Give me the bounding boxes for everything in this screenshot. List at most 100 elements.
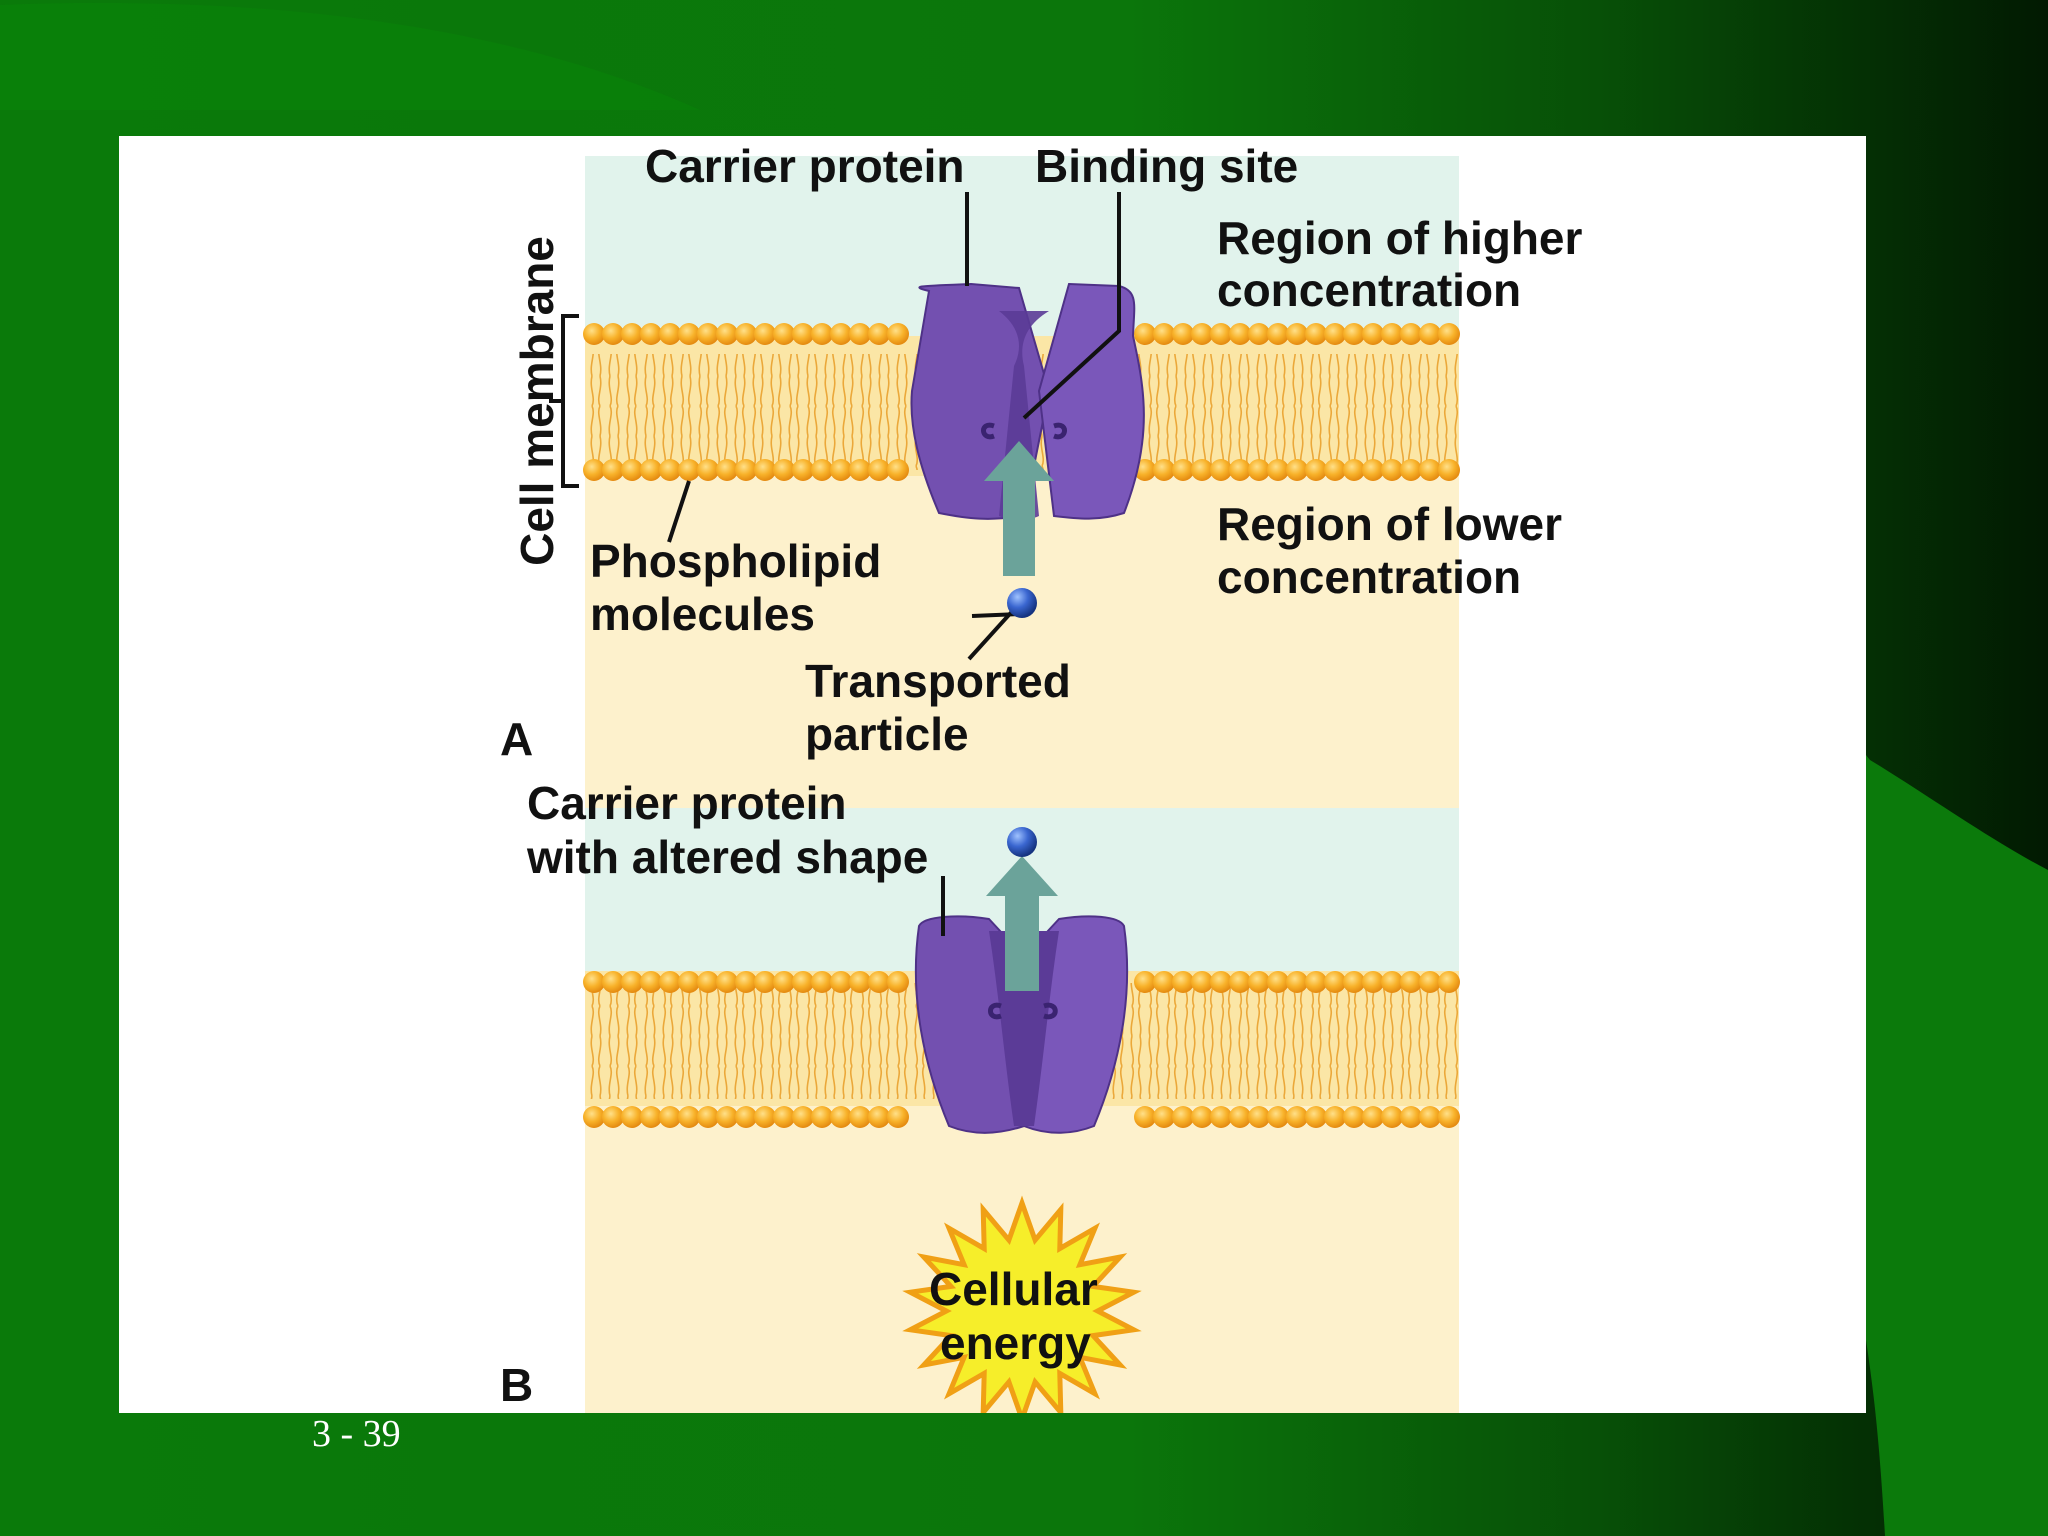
transport-arrow-a	[984, 441, 1054, 576]
phospholipid-head	[602, 1106, 624, 1128]
phospholipid-head	[640, 459, 662, 481]
phospholipid-head	[716, 971, 738, 993]
phospholipid-head	[1362, 323, 1384, 345]
lower-concentration-label-line2: concentration	[1217, 551, 1522, 603]
phospholipid-head	[1172, 459, 1194, 481]
phospholipid-head	[621, 323, 643, 345]
phospholipid-head	[1438, 459, 1460, 481]
phospholipid-head	[697, 971, 719, 993]
phospholipid-head	[1229, 971, 1251, 993]
panel-a-letter: A	[500, 713, 534, 765]
phospholipid-head	[849, 459, 871, 481]
phospholipid-head	[1286, 459, 1308, 481]
phospholipid-head	[868, 1106, 890, 1128]
phospholipid-head	[678, 1106, 700, 1128]
phospholipid-head	[773, 459, 795, 481]
binding-site-label: Binding site	[1035, 140, 1299, 192]
phospholipid-head	[1400, 971, 1422, 993]
higher-concentration-label-line1: Region of higher	[1217, 212, 1583, 264]
phospholipid-head	[849, 971, 871, 993]
phospholipid-head	[754, 459, 776, 481]
phospholipid-head	[1248, 1106, 1270, 1128]
phospholipid-head	[1305, 1106, 1327, 1128]
phospholipid-head	[1191, 971, 1213, 993]
cell-membrane-label: Cell membrane	[511, 236, 563, 566]
phospholipid-head	[1172, 323, 1194, 345]
phospholipid-head	[1343, 1106, 1365, 1128]
phospholipid-head	[640, 971, 662, 993]
phospholipid-head	[868, 323, 890, 345]
phospholipid-head	[1134, 323, 1156, 345]
phospholipid-head	[1419, 1106, 1441, 1128]
phospholipid-head	[1362, 971, 1384, 993]
phospholipid-head	[640, 323, 662, 345]
panel-a	[549, 156, 1460, 894]
phospholipid-head	[1191, 459, 1213, 481]
phospholipid-head	[830, 323, 852, 345]
phospholipid-head	[583, 971, 605, 993]
phospholipid-head	[1438, 971, 1460, 993]
phospholipid-head	[1419, 459, 1441, 481]
phospholipid-head	[792, 459, 814, 481]
phospholipid-head	[1305, 971, 1327, 993]
phospholipid-head	[1267, 323, 1289, 345]
phospholipid-head	[1286, 1106, 1308, 1128]
cellular-energy-starburst	[902, 1195, 1142, 1413]
phospholipid-head	[1229, 1106, 1251, 1128]
phospholipid-head	[1134, 1106, 1156, 1128]
phospholipid-head	[1267, 459, 1289, 481]
phospholipid-head	[735, 323, 757, 345]
phospholipid-head	[887, 971, 909, 993]
transported-particle-label-line1: Transported	[805, 655, 1071, 707]
carrier-protein-b	[914, 915, 1129, 1134]
phospholipid-head	[811, 323, 833, 345]
phospholipid-head	[830, 459, 852, 481]
phospholipid-head	[830, 971, 852, 993]
phospholipid-leader	[667, 480, 691, 543]
phospholipid-head	[1153, 323, 1175, 345]
phospholipid-head	[1324, 323, 1346, 345]
phospholipid-head	[792, 323, 814, 345]
altered-shape-label-line1: Carrier protein	[527, 777, 847, 829]
phospholipid-label-line1: Phospholipid	[590, 535, 882, 587]
phospholipid-head	[735, 1106, 757, 1128]
phospholipid-label-line2: molecules	[590, 588, 815, 640]
altered-shape-label-line2: with altered shape	[527, 831, 929, 883]
phospholipid-head	[1305, 459, 1327, 481]
phospholipid-head	[659, 323, 681, 345]
phospholipid-head	[1400, 323, 1422, 345]
phospholipid-head	[659, 1106, 681, 1128]
transported-particle-label-line2: particle	[805, 708, 969, 760]
phospholipid-head	[1210, 323, 1232, 345]
phospholipid-head	[773, 1106, 795, 1128]
phospholipid-head	[621, 1106, 643, 1128]
phospholipid-head	[678, 323, 700, 345]
phospholipid-head	[1438, 323, 1460, 345]
phospholipid-head	[621, 971, 643, 993]
phospholipid-head	[735, 971, 757, 993]
phospholipid-head	[1343, 323, 1365, 345]
phospholipid-head	[887, 323, 909, 345]
phospholipid-head	[1267, 971, 1289, 993]
phospholipid-head	[1362, 459, 1384, 481]
phospholipid-head	[602, 459, 624, 481]
phospholipid-head	[1381, 323, 1403, 345]
phospholipid-head	[811, 971, 833, 993]
phospholipid-head	[659, 971, 681, 993]
phospholipid-head	[1419, 971, 1441, 993]
phospholipid-head	[1381, 971, 1403, 993]
transported-particle-b	[1007, 827, 1037, 857]
phospholipid-head	[1286, 971, 1308, 993]
phospholipid-head	[583, 1106, 605, 1128]
phospholipid-head	[735, 459, 757, 481]
phospholipid-head	[1248, 323, 1270, 345]
phospholipid-head	[1191, 1106, 1213, 1128]
phospholipid-head	[1210, 971, 1232, 993]
phospholipid-head	[678, 971, 700, 993]
phospholipid-head	[754, 971, 776, 993]
phospholipid-head	[792, 971, 814, 993]
phospholipid-head	[1324, 1106, 1346, 1128]
phospholipid-head	[868, 459, 890, 481]
phospholipid-head	[659, 459, 681, 481]
phospholipid-head	[1153, 1106, 1175, 1128]
